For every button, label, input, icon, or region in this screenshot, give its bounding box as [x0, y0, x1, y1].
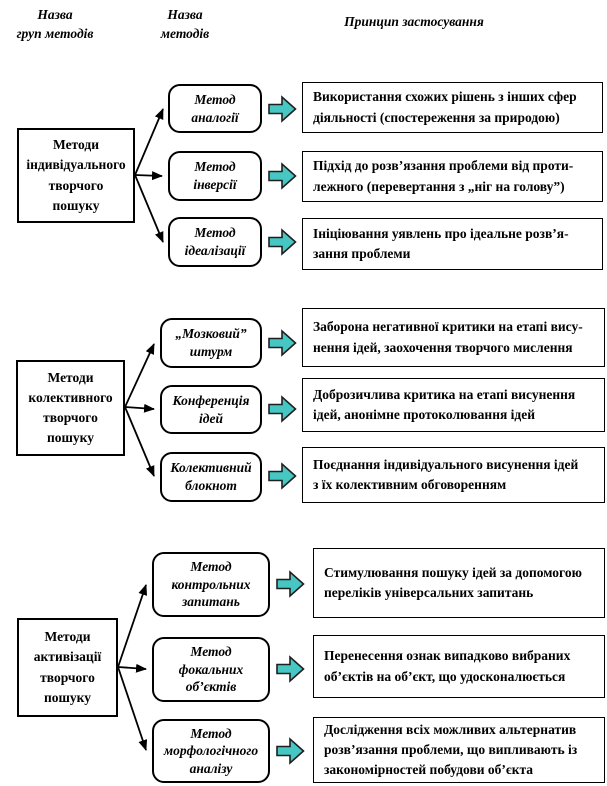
- principle-box: Ініціювання уявлень про ідеальне розв’я-…: [302, 218, 603, 270]
- method-box-brainstorm: „Мозковий” штурм: [160, 318, 262, 368]
- method-box-control-questions: Метод контрольних запитань: [152, 552, 270, 617]
- method-box-idealization: Метод ідеалізації: [168, 217, 262, 267]
- principle-box: Використання схожих рішень з інших сфер …: [302, 82, 603, 133]
- principle-box: Підхід до розв’язання проблеми від проти…: [302, 151, 603, 202]
- principle-box: Перенесення ознак випадково вибраних об’…: [313, 635, 605, 698]
- method-box-analogy: Метод аналогії: [168, 84, 262, 133]
- method-box-focal-objects: Метод фокальних об’єктів: [152, 637, 270, 702]
- column-header-method-names: Назва методів: [160, 7, 210, 41]
- principle-box: Стимулювання пошуку ідей за допомогою пе…: [313, 548, 605, 618]
- flow-arrow-icon: [268, 228, 297, 256]
- flow-arrow-icon: [268, 462, 297, 490]
- method-box-collective-notebook: Колективний блокнот: [160, 452, 262, 502]
- method-box-inversion: Метод інверсії: [168, 151, 262, 201]
- group-box-individual: Методи індивідуального творчого пошуку: [17, 128, 135, 223]
- flow-arrow-icon: [268, 162, 297, 190]
- principle-box: Дослідження всіх можливих альтернатив ро…: [313, 717, 605, 783]
- flow-arrow-icon: [268, 329, 297, 357]
- flow-arrow-icon: [268, 395, 297, 423]
- column-header-principles: Принцип застосування: [344, 14, 484, 29]
- principle-box: Заборона негативної критики на етапі вис…: [302, 308, 605, 367]
- method-box-idea-conference: Конференція ідей: [160, 385, 262, 434]
- flow-arrow-icon: [276, 655, 305, 683]
- group-box-collective: Методи колективного творчого пошуку: [16, 360, 125, 456]
- flow-arrow-icon: [268, 95, 297, 123]
- column-header-group-names: Назва груп методів: [16, 7, 94, 41]
- flow-arrow-icon: [276, 737, 305, 765]
- group-box-activation: Методи активізації творчого пошуку: [17, 618, 118, 717]
- method-box-morphological-analysis: Метод морфологічного аналізу: [152, 719, 270, 783]
- principle-box: Доброзичлива критика на етапі висунення …: [302, 378, 605, 432]
- flow-arrow-icon: [276, 570, 305, 598]
- principle-box: Поєднання індивідуального висунення ідей…: [302, 447, 605, 503]
